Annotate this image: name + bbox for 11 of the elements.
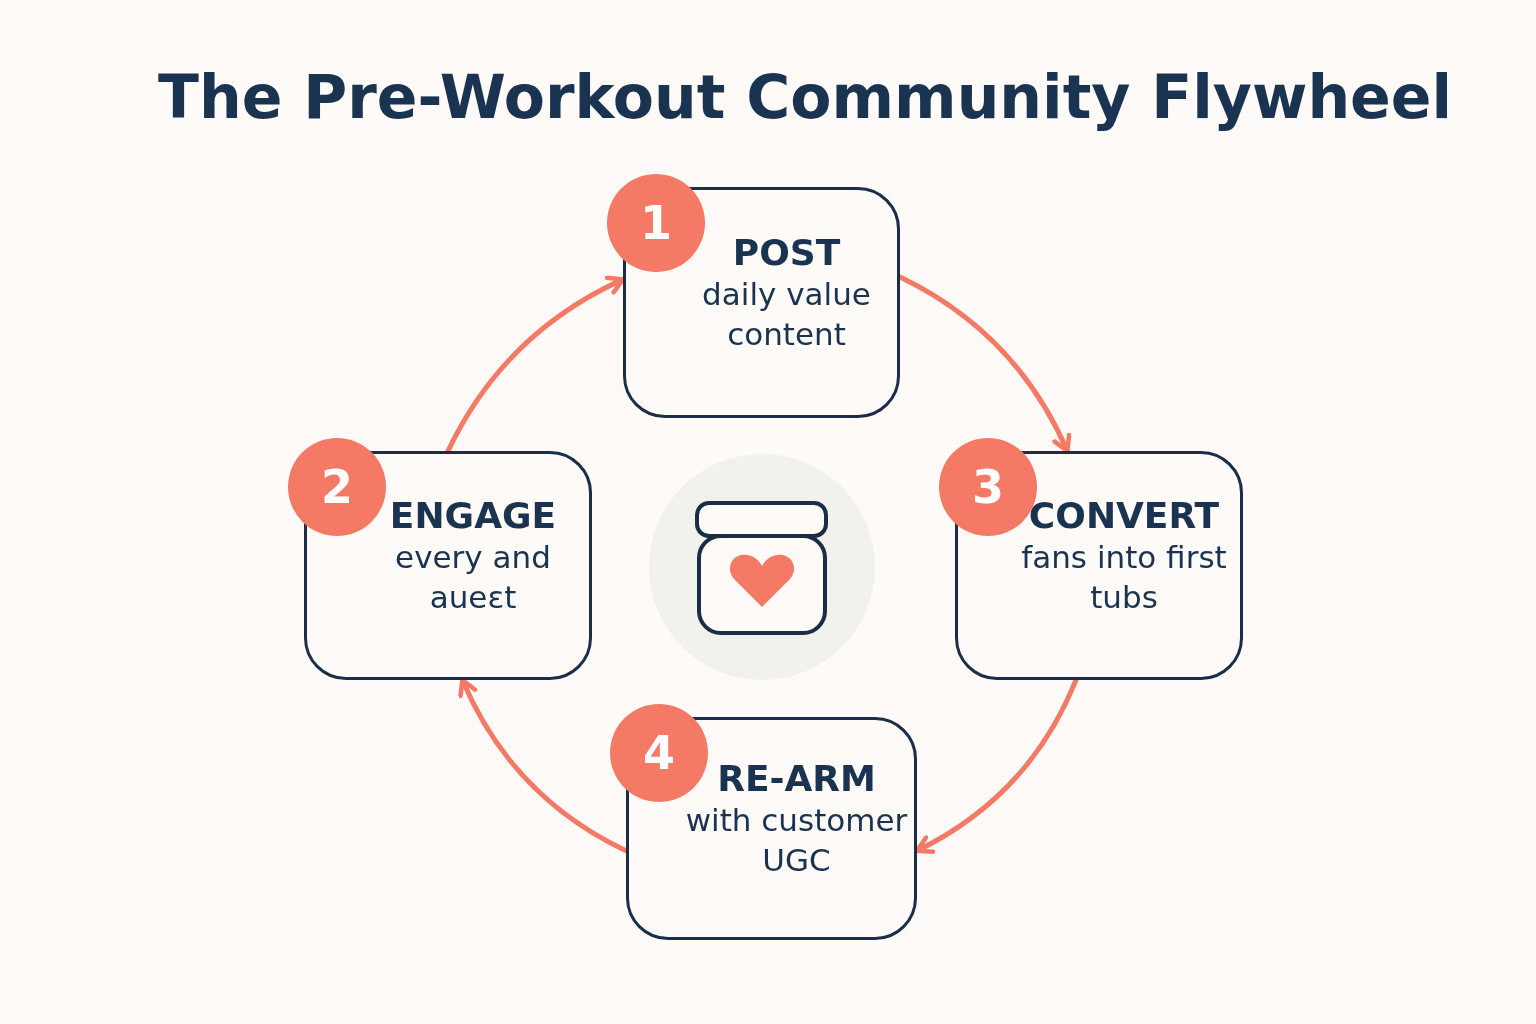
title: The Pre-Workout Community Flywheel: [158, 62, 1453, 132]
step-heading: ENGAGE: [389, 493, 557, 537]
step-description: fans into first tubs: [1020, 537, 1228, 618]
step-number-badge: 1: [607, 174, 705, 272]
step-number-badge: 4: [610, 704, 708, 802]
step-heading: RE-ARM: [717, 756, 876, 800]
step-number-badge: 2: [288, 438, 386, 536]
step-description: daily value content: [701, 274, 872, 355]
step-heading: POST: [732, 230, 841, 274]
step-description: with customer UGC: [684, 800, 909, 881]
step-description: every and aueεt: [394, 537, 552, 618]
